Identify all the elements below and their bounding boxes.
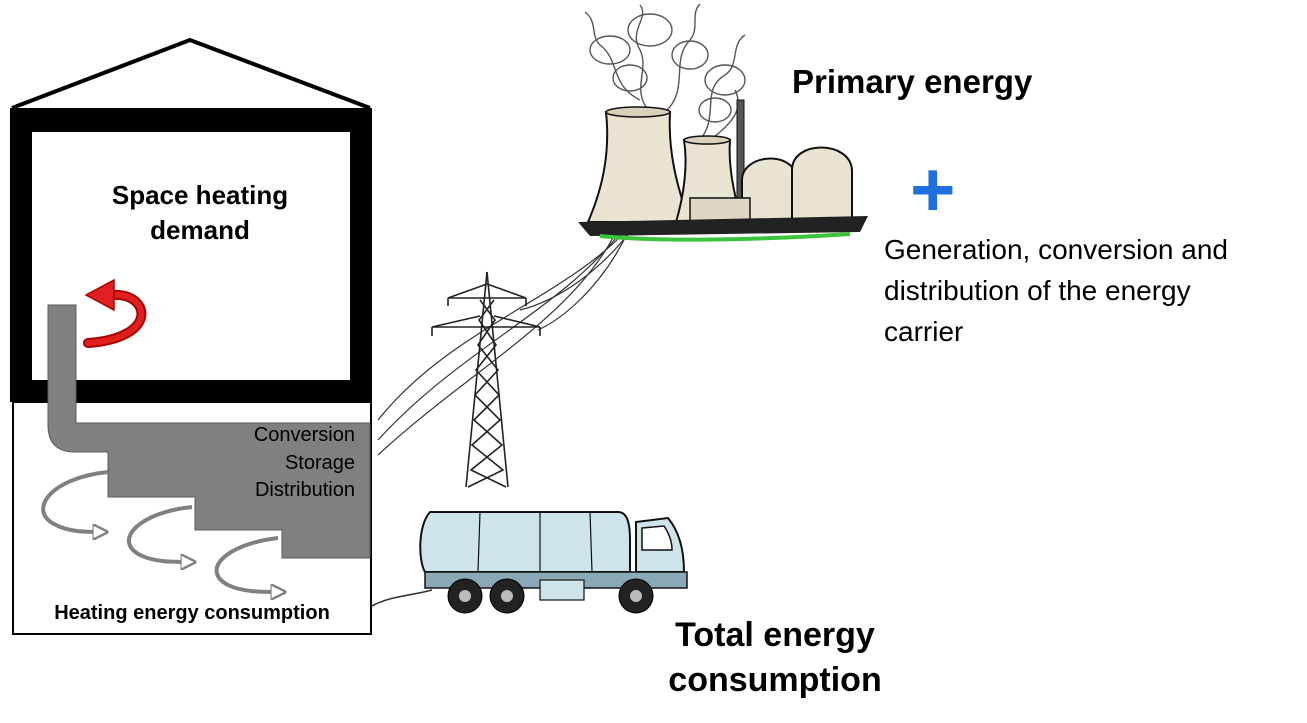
heat-loss-arrow-icon	[41, 470, 280, 592]
power-lines	[377, 231, 631, 456]
tanker-truck-icon	[419, 511, 688, 614]
plus-icon: +	[910, 145, 956, 233]
stage-distribution-label: Distribution	[254, 479, 355, 501]
space-heating-demand-label: Space heating demand	[111, 180, 289, 245]
flow-stages-label: Conversion Storage Distribution	[205, 422, 355, 505]
total-energy-consumption-label: Total energy consumption	[668, 616, 882, 699]
generation-conversion-distribution-label: Generation, conversion and distribution …	[884, 234, 1228, 347]
heat-return-arrow-icon	[83, 278, 147, 348]
fuel-hose	[371, 589, 433, 607]
heating-energy-consumption-label: Heating energy consumption	[54, 602, 330, 624]
stage-storage-label: Storage	[284, 451, 355, 474]
primary-energy-label: Primary energy	[792, 63, 1033, 100]
pylon-icon	[431, 271, 541, 488]
power-plant-icon	[578, 3, 868, 242]
stage-conversion-label: Conversion	[253, 424, 355, 446]
energy-flow-staircase	[47, 304, 371, 559]
